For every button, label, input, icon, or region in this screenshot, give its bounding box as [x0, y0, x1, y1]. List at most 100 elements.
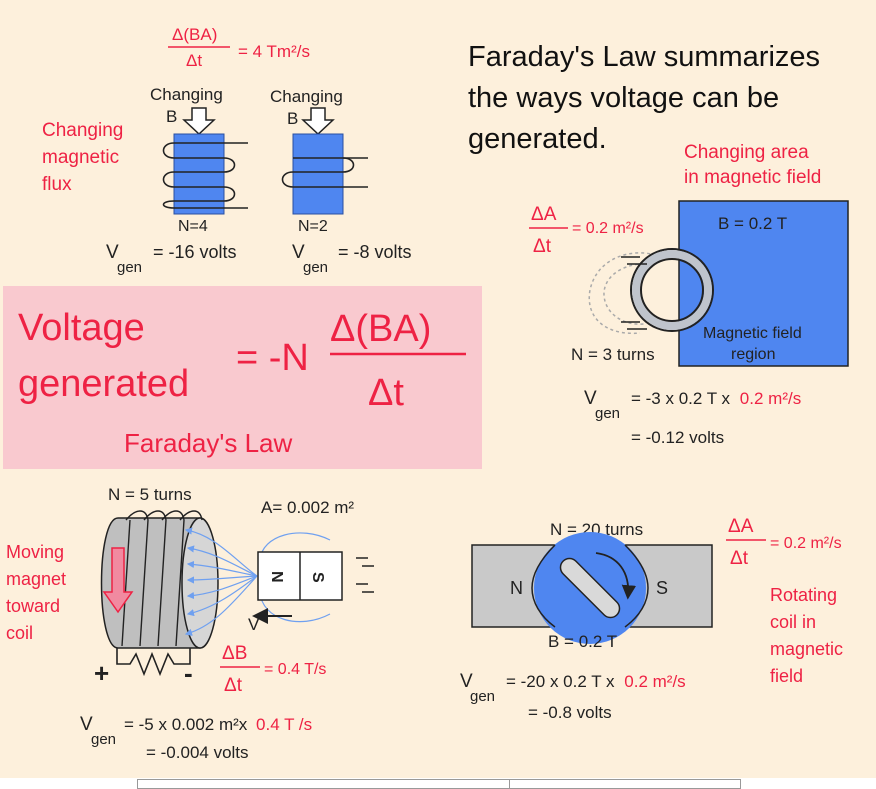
magnet-rate-value: = 0.4 T/s — [264, 661, 326, 678]
magnet-equation-red: 0.4 T /s — [256, 715, 312, 734]
magnet-rate-denominator: Δt — [224, 675, 243, 696]
bottom-table-strip — [137, 779, 741, 789]
area-result: = -0.12 volts — [631, 428, 724, 447]
area-rate-value: = 0.2 m²/s — [572, 220, 644, 237]
magnet-side-label-3: toward — [6, 596, 60, 616]
flux-right-coil — [281, 157, 368, 188]
flux-right-v: V — [292, 242, 305, 263]
rotating-rate-value: = 0.2 m²/s — [770, 535, 842, 552]
magnet-motion-arrow-icon — [102, 547, 134, 614]
flux-left-field-column — [173, 133, 225, 215]
flux-right-field-column — [292, 133, 344, 215]
law-box — [3, 286, 482, 469]
area-b-field: B = 0.2 T — [718, 214, 787, 233]
area-title-1: Changing area — [684, 142, 809, 163]
flux-left-b: B — [166, 107, 177, 126]
flux-left-b-arrow-icon — [182, 107, 216, 136]
headline-line-2: the ways voltage can be — [468, 82, 779, 114]
flux-side-label-1: Changing — [42, 120, 123, 141]
bar-magnet-pole-s: S — [309, 572, 326, 583]
area-v-sub: gen — [595, 405, 620, 422]
rotating-direction-arrow-icon — [595, 552, 637, 600]
magnet-resistor-circuit — [116, 648, 191, 677]
magnet-side-label: Moving magnet toward coil — [6, 542, 66, 643]
flux-side-label-2: magnetic — [42, 147, 119, 168]
rotating-pole-n: N — [510, 578, 523, 598]
magnet-result: = -0.004 volts — [146, 743, 249, 762]
magnet-equation: = -5 x 0.002 m²x 0.4 T /s — [124, 715, 312, 734]
rotating-side-label-4: field — [770, 666, 803, 686]
magnet-area: A= 0.002 m² — [261, 498, 354, 517]
magnet-side-label-1: Moving — [6, 542, 64, 562]
rotating-equation-black: = -20 x 0.2 T x — [506, 672, 615, 691]
rotating-side-label: Rotating coil in magnetic field — [770, 585, 843, 686]
bar-magnet-pole-n: N — [268, 571, 285, 583]
headline-line-3: generated. — [468, 123, 607, 155]
law-word-generated: generated — [18, 363, 189, 405]
bottom-table-cell — [510, 780, 740, 788]
flux-right-b: B — [287, 109, 298, 128]
rotating-result: = -0.8 volts — [528, 703, 612, 722]
headline: Faraday's Law summarizes the ways voltag… — [468, 41, 820, 155]
flux-right-result: = -8 volts — [338, 242, 412, 262]
area-equation: = -3 x 0.2 T x 0.2 m²/s — [631, 389, 801, 408]
rotating-b-field: B = 0.2 T — [548, 632, 617, 651]
flux-right-changing: Changing — [270, 87, 343, 106]
rotating-equation-red: 0.2 m²/s — [624, 672, 685, 691]
flux-right-v-sub: gen — [303, 259, 328, 276]
magnet-velocity: V — [248, 615, 260, 634]
magnet-side-label-2: magnet — [6, 569, 66, 589]
area-title-2: in magnetic field — [684, 167, 821, 188]
rotating-rate-denominator: Δt — [730, 548, 749, 569]
magnet-rate-numerator: ΔB — [222, 643, 247, 664]
area-rate-numerator: ΔA — [531, 204, 557, 225]
rotating-equation: = -20 x 0.2 T x 0.2 m²/s — [506, 672, 686, 691]
flux-left-turns: N=4 — [178, 218, 208, 235]
area-equation-red: 0.2 m²/s — [740, 389, 801, 408]
flux-left-result: = -16 volts — [153, 242, 237, 262]
flux-side-label: Changing magnetic flux — [42, 120, 123, 195]
rotating-pole-n-face — [531, 544, 556, 628]
area-coil-ring-inner — [640, 258, 704, 322]
area-turns: N = 3 turns — [571, 345, 655, 364]
rotating-panel: N = 20 turns N S B = 0.2 T ΔA Δt = 0.2 m… — [460, 516, 843, 722]
area-motion-marks — [621, 256, 647, 330]
magnet-side-label-4: coil — [6, 623, 33, 643]
law-denominator: Δt — [368, 372, 404, 414]
magnet-v: V — [80, 714, 93, 735]
rotating-side-label-2: coil in — [770, 612, 816, 632]
rotating-turns: N = 20 turns — [550, 520, 643, 539]
rotating-side-label-3: magnetic — [770, 639, 843, 659]
magnet-terminal-plus: + — [94, 658, 109, 688]
flux-panel: Δ(BA) Δt = 4 Tm²/s Changing magnetic flu… — [42, 25, 412, 276]
rotating-pole-s: S — [656, 578, 668, 598]
magnet-coil-windings — [121, 510, 203, 647]
flux-top-denominator: Δt — [186, 51, 202, 70]
flux-right-b-arrow-icon — [301, 107, 335, 136]
area-coil-ring — [630, 248, 714, 332]
flux-side-label-3: flux — [42, 174, 72, 195]
flux-right-turns: N=2 — [298, 218, 328, 235]
flux-left-coil — [162, 142, 248, 209]
area-equation-black: = -3 x 0.2 T x — [631, 389, 731, 408]
rotating-v: V — [460, 671, 473, 692]
rotating-pole-s-face — [624, 544, 649, 628]
rotating-rate-numerator: ΔA — [728, 516, 754, 537]
law-rhs: = -N — [236, 337, 309, 379]
rotating-coil — [559, 557, 621, 619]
area-coil-ring-fill — [632, 250, 712, 330]
law-caption: Faraday's Law — [124, 428, 292, 458]
rotating-side-label-1: Rotating — [770, 585, 837, 605]
flux-left-v-sub: gen — [117, 259, 142, 276]
headline-line-1: Faraday's Law summarizes — [468, 41, 820, 73]
area-rate-denominator: Δt — [533, 236, 552, 257]
magnet-equation-black: = -5 x 0.002 m²x — [124, 715, 248, 734]
area-coil-previous-position — [588, 252, 657, 335]
rotating-v-sub: gen — [470, 688, 495, 705]
flux-top-numerator: Δ(BA) — [172, 25, 217, 44]
flux-left-changing: Changing — [150, 85, 223, 104]
law-numerator: Δ(BA) — [330, 308, 431, 350]
magnet-v-sub: gen — [91, 731, 116, 748]
area-panel: Changing area in magnetic field ΔA Δt = … — [529, 142, 849, 447]
